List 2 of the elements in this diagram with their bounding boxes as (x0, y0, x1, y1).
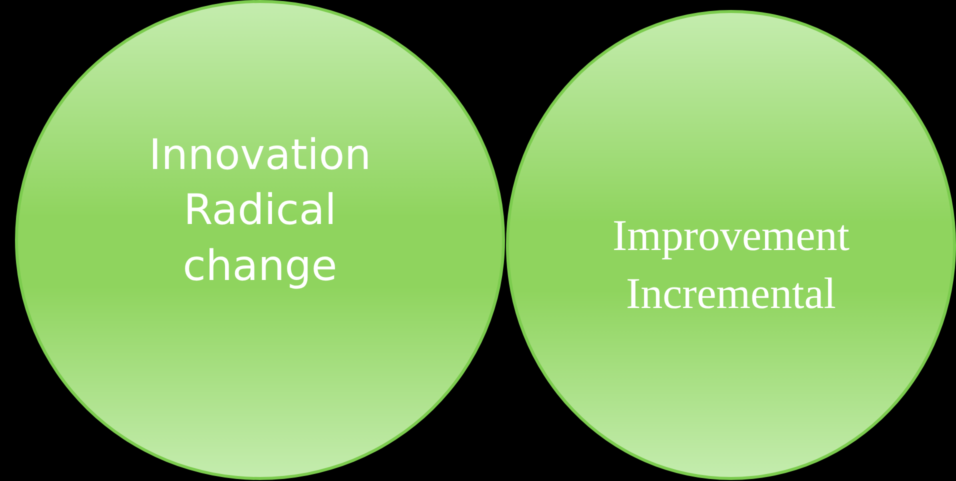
circle-label: Innovation Radical change (148, 128, 372, 292)
circle-label: Improvement Incremental (611, 210, 851, 320)
